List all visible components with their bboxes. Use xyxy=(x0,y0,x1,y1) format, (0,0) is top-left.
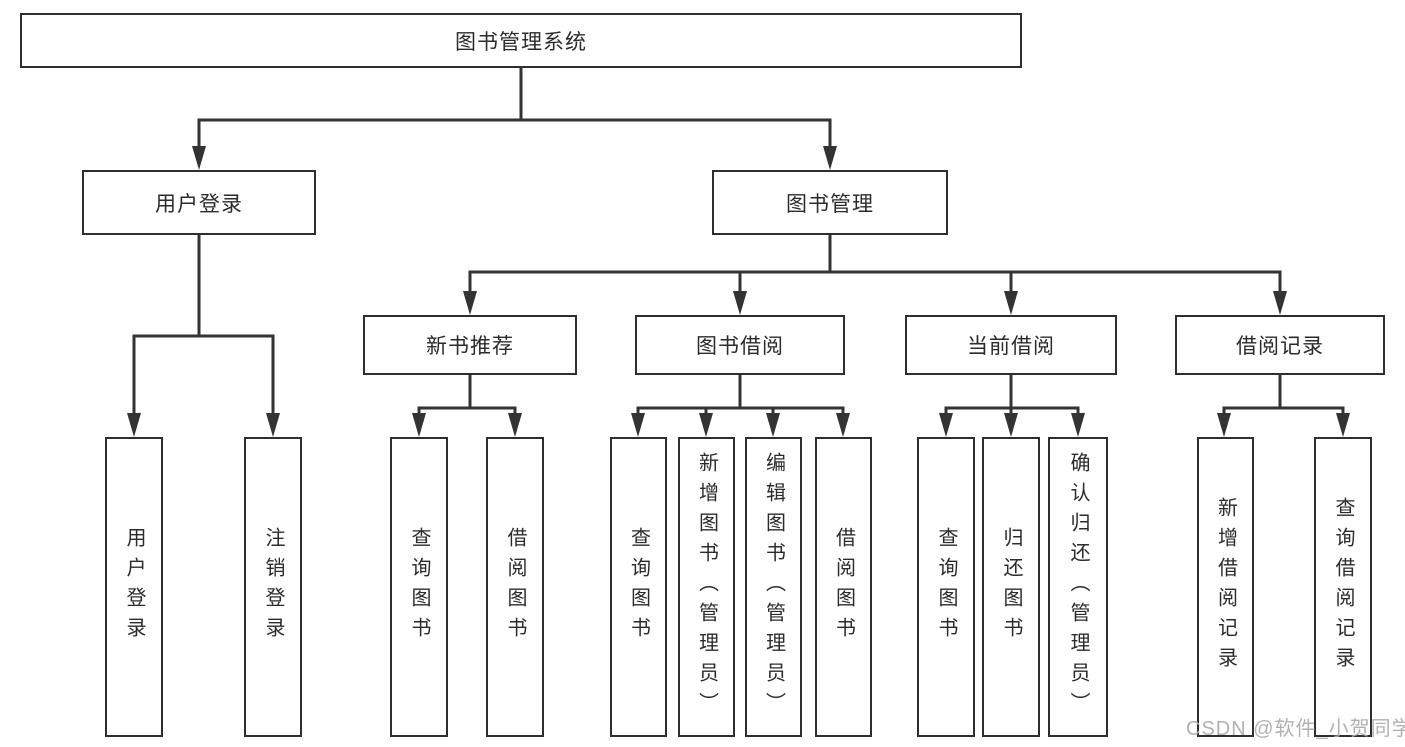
leaf-query-books-rec: 查询图书 xyxy=(390,437,448,737)
leaf-user-login: 用户登录 xyxy=(105,437,163,737)
node-label: 借阅图书 xyxy=(504,527,526,647)
node-label: 当前借阅 xyxy=(967,335,1055,358)
node-user-login: 用户登录 xyxy=(82,170,316,235)
leaf-logout: 注销登录 xyxy=(244,437,302,737)
leaf-add-books-admin: 新增图书（管理员） xyxy=(678,437,735,737)
leaf-query-books-borrow: 查询图书 xyxy=(610,437,667,737)
node-label: 查询图书 xyxy=(935,527,957,647)
node-label: 借阅图书 xyxy=(832,527,855,647)
node-borrowing-records: 借阅记录 xyxy=(1175,315,1385,375)
leaf-edit-books-admin: 编辑图书（管理员） xyxy=(745,437,802,737)
node-label: 注销登录 xyxy=(262,527,284,647)
arrowheads xyxy=(127,146,1350,437)
node-label: 新增借阅记录 xyxy=(1214,497,1237,677)
node-label: 新书推荐 xyxy=(426,335,514,358)
node-label: 查询图书 xyxy=(408,527,430,647)
leaf-query-borrow-record: 查询借阅记录 xyxy=(1314,437,1372,737)
node-label: 用户登录 xyxy=(123,527,145,647)
node-label: 编辑图书（管理员） xyxy=(762,452,785,722)
node-new-book-recommendation: 新书推荐 xyxy=(363,315,577,375)
node-label: 图书借阅 xyxy=(696,335,784,358)
node-label: 图书管理 xyxy=(786,192,874,216)
node-book-borrowing: 图书借阅 xyxy=(635,315,845,375)
leaf-borrow-books: 借阅图书 xyxy=(815,437,872,737)
node-label: 归还图书 xyxy=(1000,527,1022,647)
node-label: 查询借阅记录 xyxy=(1332,497,1354,677)
leaf-query-books-current: 查询图书 xyxy=(917,437,975,737)
node-label: 借阅记录 xyxy=(1236,335,1324,358)
node-label: 查询图书 xyxy=(627,527,650,647)
node-label: 新增图书（管理员） xyxy=(695,452,718,722)
csdn-watermark: CSDN @软件_小贺同学 xyxy=(1186,718,1405,740)
leaf-return-books: 归还图书 xyxy=(982,437,1040,737)
leaf-borrow-books-rec: 借阅图书 xyxy=(486,437,544,737)
node-label: 确认归还（管理员） xyxy=(1067,452,1089,722)
leaf-add-borrow-record: 新增借阅记录 xyxy=(1197,437,1254,737)
node-label: 用户登录 xyxy=(155,192,243,216)
node-label: 图书管理系统 xyxy=(455,30,587,54)
leaf-confirm-return-admin: 确认归还（管理员） xyxy=(1048,437,1108,737)
node-book-management: 图书管理 xyxy=(712,170,948,235)
node-current-borrowing: 当前借阅 xyxy=(905,315,1117,375)
node-root-library-management-system: 图书管理系统 xyxy=(20,13,1022,68)
